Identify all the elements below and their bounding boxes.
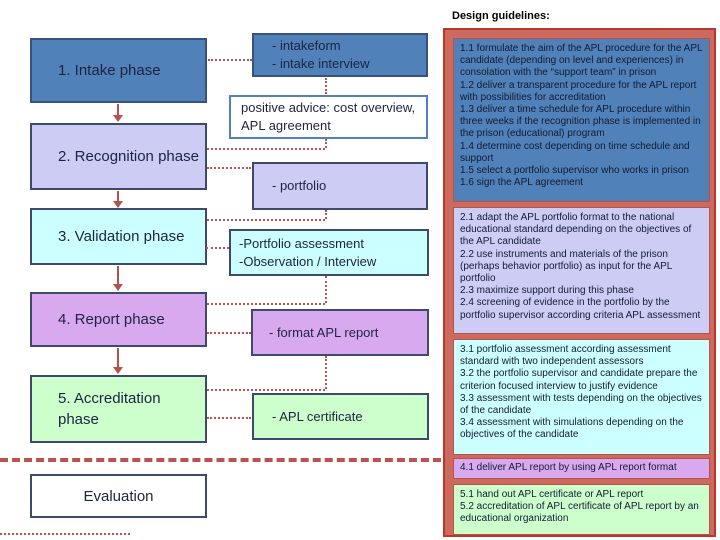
guideline-item: 3.2 the portfolio supervisor and candida… [460, 368, 698, 392]
guideline-box-recognition: 2.1 adapt the APL portfolio format to th… [453, 207, 710, 334]
phase-label: 1. Intake phase [58, 62, 161, 79]
guideline-item: 5.1 hand out APL certificate or APL repo… [460, 489, 644, 500]
evaluation-box: Evaluation [30, 474, 207, 518]
step-line: -Observation / Interview [239, 253, 377, 269]
dotted-connector [325, 276, 327, 303]
guideline-item: 5.2 accreditation of APL certificate of … [460, 501, 699, 525]
dotted-connector [207, 303, 325, 305]
step-line: positive advice: cost overview, APL agre… [241, 100, 416, 133]
step-box-assessment: -Portfolio assessment -Observation / Int… [229, 229, 429, 276]
dotted-connector [206, 247, 229, 249]
dotted-connector [207, 167, 251, 169]
guideline-item: 1.5 select a portfolio supervisor who wo… [460, 164, 689, 176]
guidelines-title: Design guidelines: [452, 10, 550, 22]
phase-box-validation: 3. Validation phase [30, 208, 207, 265]
guideline-item: 3.4 assessment with simulations dependin… [460, 417, 684, 441]
dotted-connector [325, 139, 327, 148]
dotted-connector [0, 533, 130, 535]
guideline-item: 2.4 screening of evidence in the portfol… [460, 297, 701, 321]
dotted-connector [207, 417, 251, 419]
phase-label: 2. Recognition phase [58, 148, 199, 165]
guideline-item: 3.3 assessment with tests depending on t… [460, 392, 702, 416]
guideline-item: 2.1 adapt the APL portfolio format to th… [460, 212, 692, 248]
guideline-item: 1.3 deliver a time schedule for APL proc… [460, 103, 701, 140]
dotted-connector [207, 148, 325, 150]
phase-box-report: 4. Report phase [30, 292, 207, 347]
step-line: - format APL report [269, 324, 379, 340]
guideline-box-intake: 1.1 formulate the aim of the APL procedu… [453, 38, 710, 202]
step-box-portfolio: - portfolio [252, 162, 428, 210]
dotted-connector [207, 332, 251, 334]
dotted-connector [325, 356, 327, 389]
dotted-connector [207, 389, 325, 391]
guideline-box-validation: 3.1 portfolio assessment according asses… [453, 339, 710, 455]
phase-box-recognition: 2. Recognition phase [30, 123, 207, 190]
step-line: - portfolio [272, 178, 327, 194]
step-box-format-report: - format APL report [251, 309, 429, 356]
step-line: - APL certificate [272, 408, 363, 424]
flow-arrow-down-icon [113, 348, 123, 374]
phase-box-accreditation: 5. Accreditation phase [30, 375, 207, 443]
guideline-item: 1.2 deliver a transparent procedure for … [460, 79, 697, 103]
dotted-connector [325, 210, 327, 219]
guidelines-panel: 1.1 formulate the aim of the APL procedu… [443, 28, 716, 537]
guideline-item: 2.2 use instruments and materials of the… [460, 248, 672, 284]
phase-label: 4. Report phase [58, 311, 165, 328]
guideline-box-report: 4.1 deliver APL report by using APL repo… [453, 458, 710, 479]
step-box-certificate: - APL certificate [252, 393, 429, 440]
guideline-item: 1.6 sign the APL agreement [460, 177, 584, 189]
step-line: -Portfolio assessment [239, 235, 364, 251]
guideline-item: 1.1 formulate the aim of the APL procedu… [460, 43, 703, 79]
step-box-positive-advice: positive advice: cost overview, APL agre… [229, 95, 428, 139]
dotted-connector [207, 219, 325, 221]
step-box-intakeform: - intakeform - intake interview [252, 33, 428, 77]
phase-box-intake: 1. Intake phase [30, 38, 207, 103]
phase-label: 3. Validation phase [58, 228, 185, 245]
guideline-item: 4.1 deliver APL report by using APL repo… [460, 462, 677, 473]
flow-arrow-down-icon [113, 266, 123, 291]
guideline-box-accreditation: 5.1 hand out APL certificate or APL repo… [453, 484, 710, 535]
dashed-separator [0, 458, 441, 462]
guideline-item: 2.3 maximize support during this phase [460, 285, 634, 297]
phase-label: 5. Accreditation phase [58, 390, 161, 428]
guideline-item: 3.1 portfolio assessment according asses… [460, 344, 671, 368]
flow-arrow-down-icon [113, 191, 123, 208]
dotted-connector [208, 59, 252, 61]
flow-arrow-down-icon [113, 104, 123, 122]
evaluation-label: Evaluation [83, 487, 154, 505]
step-line: - intake interview [272, 56, 370, 71]
dotted-connector [325, 78, 327, 94]
guideline-item: 1.4 determine cost depending on time sch… [460, 140, 690, 164]
step-line: - intakeform [272, 38, 341, 54]
